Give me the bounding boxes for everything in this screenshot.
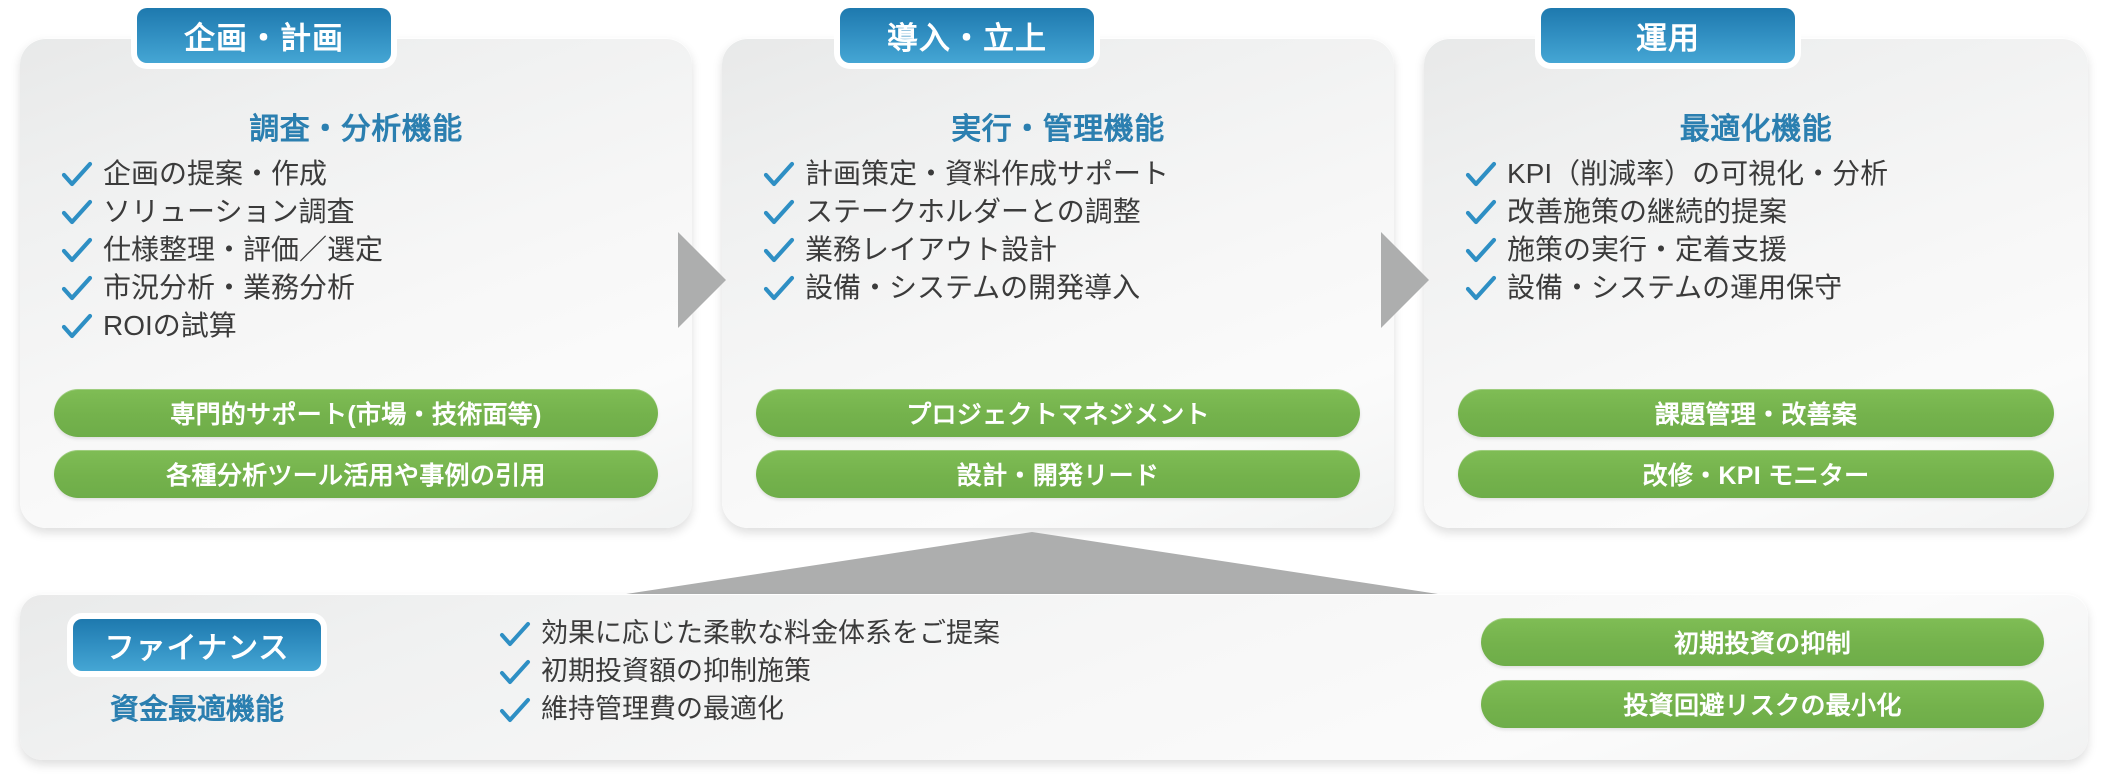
list-item: 業務レイアウト設計 [762, 232, 1378, 268]
check-label: 仕様整理・評価／選定 [103, 234, 384, 265]
list-item: 市況分析・業務分析 [60, 270, 676, 306]
list-item: 初期投資額の抑制施策 [498, 654, 1000, 690]
check-icon [1464, 196, 1498, 230]
finance-pills: 初期投資の抑制 投資回避リスクの最小化 [1481, 618, 2044, 742]
check-icon [1464, 272, 1498, 306]
pill-button[interactable]: 課題管理・改善案 [1458, 389, 2054, 437]
phase-tab-implementation[interactable]: 導入・立上 [840, 8, 1094, 63]
check-icon [1464, 234, 1498, 268]
check-label: KPI（削減率）の可視化・分析 [1507, 158, 1889, 189]
phase-pills-planning: 専門的サポート(市場・技術面等) 各種分析ツール活用や事例の引用 [54, 389, 658, 498]
list-item: 設備・システムの運用保守 [1464, 270, 2072, 306]
phase-panel-implementation: 実行・管理機能 計画策定・資料作成サポート ステークホルダーとの調整 業務レイア… [722, 38, 1394, 528]
list-item: 企画の提案・作成 [60, 156, 676, 192]
list-item: 維持管理費の最適化 [498, 692, 1000, 728]
list-item: KPI（削減率）の可視化・分析 [1464, 156, 2072, 192]
phase-panel-operation: 最適化機能 KPI（削減率）の可視化・分析 改善施策の継続的提案 施策の実行・定… [1424, 38, 2088, 528]
check-icon [762, 234, 796, 268]
check-icon [60, 272, 94, 306]
check-label: ソリューション調査 [103, 196, 355, 227]
pill-button[interactable]: 改修・KPI モニター [1458, 450, 2054, 498]
list-item: 仕様整理・評価／選定 [60, 232, 676, 268]
check-label: 設備・システムの開発導入 [805, 272, 1141, 303]
list-item: 改善施策の継続的提案 [1464, 194, 2072, 230]
check-icon [762, 272, 796, 306]
arrow-right-icon [1381, 232, 1429, 328]
check-label: 維持管理費の最適化 [541, 694, 784, 724]
check-icon [60, 310, 94, 344]
check-label: ステークホルダーとの調整 [805, 196, 1141, 227]
check-label: 効果に応じた柔軟な料金体系をご提案 [541, 618, 1000, 648]
pill-button[interactable]: 各種分析ツール活用や事例の引用 [54, 450, 658, 498]
list-item: ソリューション調査 [60, 194, 676, 230]
check-label: 市況分析・業務分析 [103, 272, 356, 303]
pill-button[interactable]: 投資回避リスクの最小化 [1481, 680, 2044, 728]
pill-button[interactable]: プロジェクトマネジメント [756, 389, 1360, 437]
finance-panel: ファイナンス 資金最適機能 効果に応じた柔軟な料金体系をご提案 初期投資額の抑制… [20, 594, 2088, 760]
check-label: 企画の提案・作成 [103, 158, 328, 189]
phase-subtitle-implementation: 実行・管理機能 [951, 113, 1165, 146]
check-icon [60, 196, 94, 230]
check-label: ROIの試算 [103, 310, 237, 341]
check-icon [60, 158, 94, 192]
phase-checklist-implementation: 計画策定・資料作成サポート ステークホルダーとの調整 業務レイアウト設計 設備・… [762, 156, 1378, 308]
arrow-up-icon [600, 532, 1464, 598]
check-label: 設備・システムの運用保守 [1507, 272, 1843, 303]
phase-panel-planning: 調査・分析機能 企画の提案・作成 ソリューション調査 仕様整理・評価／選定 市況… [20, 38, 692, 528]
check-icon [498, 618, 532, 652]
finance-tab[interactable]: ファイナンス [73, 619, 321, 671]
phase-subtitle-operation: 最適化機能 [1679, 113, 1833, 146]
check-icon [498, 656, 532, 690]
phase-tab-operation[interactable]: 運用 [1541, 8, 1795, 63]
list-item: 効果に応じた柔軟な料金体系をご提案 [498, 616, 1000, 652]
check-label: 業務レイアウト設計 [805, 234, 1058, 265]
phase-tab-planning[interactable]: 企画・計画 [137, 8, 391, 63]
list-item: 設備・システムの開発導入 [762, 270, 1378, 306]
pill-button[interactable]: 専門的サポート(市場・技術面等) [54, 389, 658, 437]
phase-subtitle-planning: 調査・分析機能 [249, 113, 463, 146]
check-label: 改善施策の継続的提案 [1507, 196, 1788, 227]
check-icon [498, 694, 532, 728]
list-item: ステークホルダーとの調整 [762, 194, 1378, 230]
phase-checklist-planning: 企画の提案・作成 ソリューション調査 仕様整理・評価／選定 市況分析・業務分析 … [60, 156, 676, 346]
phase-pills-operation: 課題管理・改善案 改修・KPI モニター [1458, 389, 2054, 498]
phase-checklist-operation: KPI（削減率）の可視化・分析 改善施策の継続的提案 施策の実行・定着支援 設備… [1464, 156, 2072, 308]
list-item: 施策の実行・定着支援 [1464, 232, 2072, 268]
check-icon [762, 196, 796, 230]
pill-button[interactable]: 設計・開発リード [756, 450, 1360, 498]
finance-subtitle: 資金最適機能 [109, 694, 284, 726]
check-label: 計画策定・資料作成サポート [805, 158, 1170, 189]
list-item: ROIの試算 [60, 308, 676, 344]
check-icon [762, 158, 796, 192]
check-icon [60, 234, 94, 268]
phase-pills-implementation: プロジェクトマネジメント 設計・開発リード [756, 389, 1360, 498]
pill-button[interactable]: 初期投資の抑制 [1481, 618, 2044, 666]
check-icon [1464, 158, 1498, 192]
arrow-right-icon [678, 232, 726, 328]
list-item: 計画策定・資料作成サポート [762, 156, 1378, 192]
check-label: 初期投資額の抑制施策 [541, 656, 811, 686]
check-label: 施策の実行・定着支援 [1507, 234, 1788, 265]
finance-checklist: 効果に応じた柔軟な料金体系をご提案 初期投資額の抑制施策 維持管理費の最適化 [498, 616, 1000, 730]
